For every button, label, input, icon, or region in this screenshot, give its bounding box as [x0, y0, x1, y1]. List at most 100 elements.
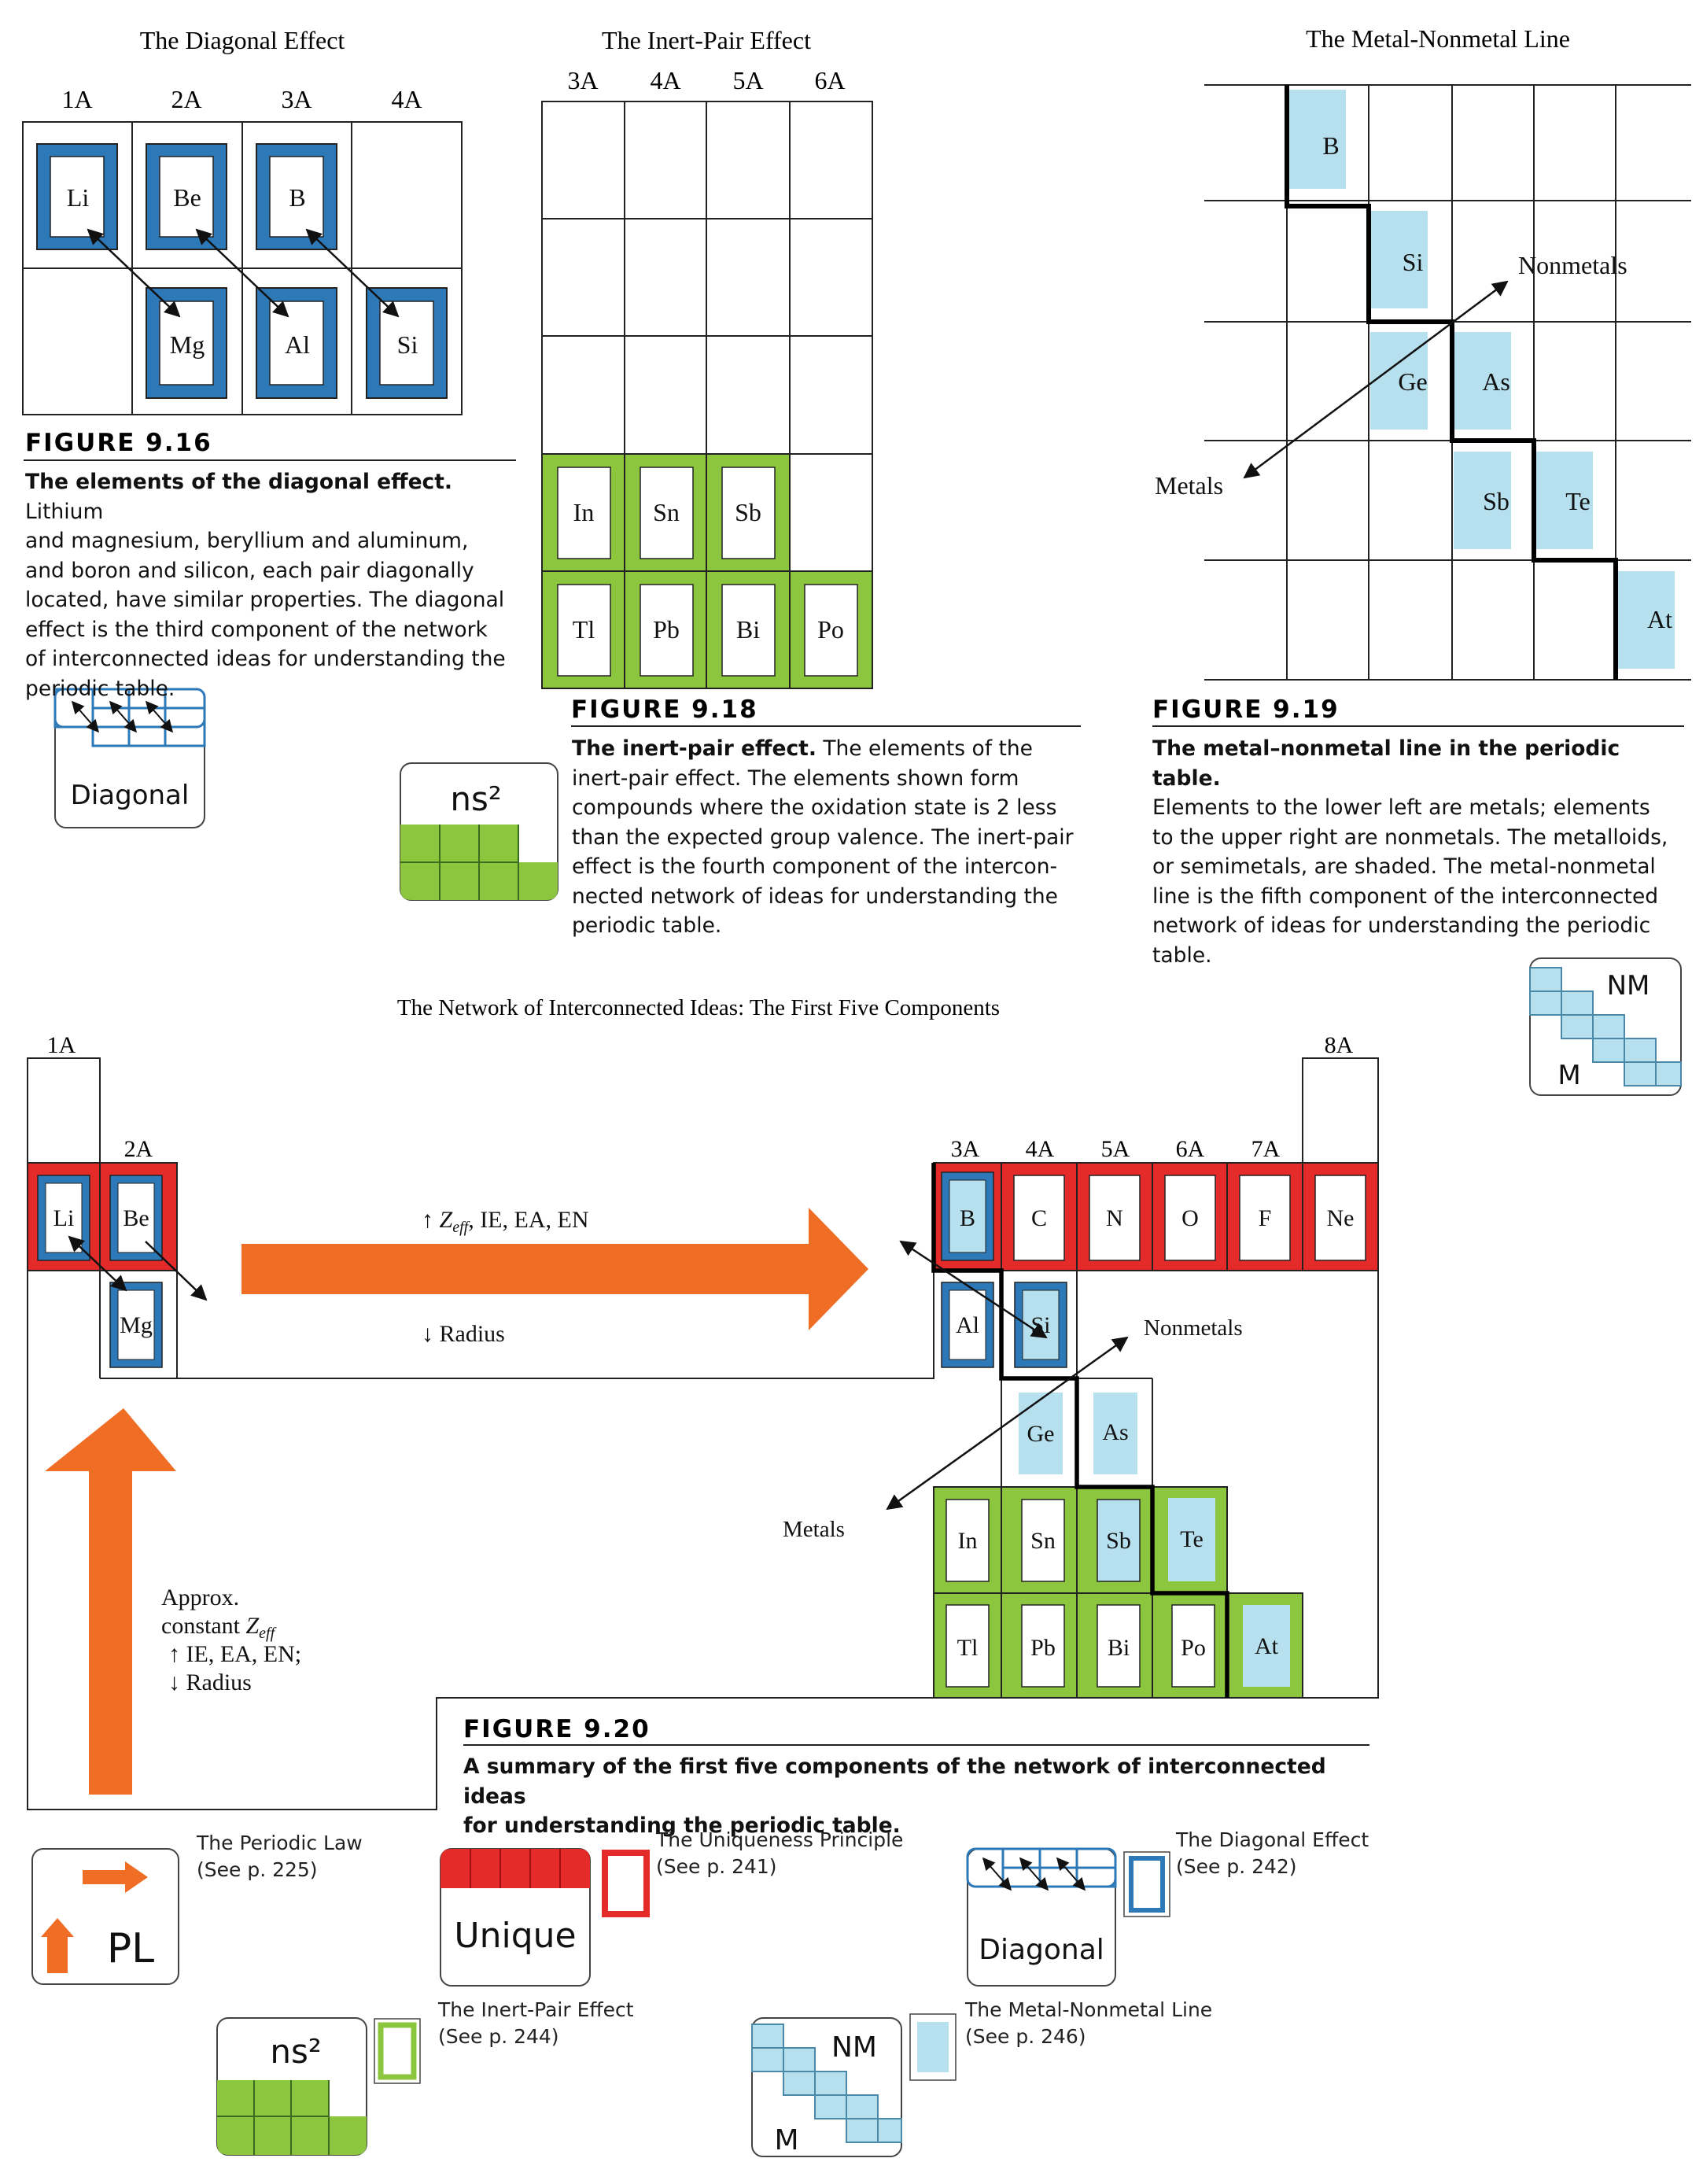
fig920-symbol-ne: Ne — [1327, 1205, 1355, 1231]
fig920-symbol-bi: Bi — [1108, 1635, 1130, 1661]
legend-diagonal-icon: Diagonal — [966, 1847, 1170, 1987]
fig916-title: The Diagonal Effect — [140, 26, 345, 54]
fig920-symbol-al: Al — [956, 1312, 979, 1338]
fig920-vertical-arrow-line2: constant Zeff — [161, 1613, 277, 1642]
fig919-symbol-b: B — [1322, 131, 1339, 160]
fig918-caption-line-7: periodic table. — [572, 913, 722, 938]
fig918-ns2-icon: ns² — [400, 762, 558, 901]
fig920-symbol-n: N — [1106, 1205, 1123, 1231]
fig918-caption-line-1: The elements of the — [816, 736, 1033, 761]
fig920-group-5a: 5A — [1101, 1136, 1130, 1162]
legend-unique-icon: Unique — [440, 1848, 650, 1987]
fig916-group-1a: 1A — [61, 85, 92, 113]
fig920-group-3a: 3A — [951, 1136, 980, 1162]
legend-diagonal-label: Diagonal — [979, 1934, 1104, 1966]
fig920-cell-sn — [1021, 1499, 1065, 1582]
fig920-title: The Network of Interconnected Ideas: The… — [397, 995, 1000, 1020]
fig916-caption: The elements of the diagonal effect. Lit… — [25, 467, 529, 703]
fig919-icon-m: M — [1557, 1060, 1580, 1091]
fig920-cell-at — [1243, 1605, 1290, 1687]
fig920-diagonal-arrow-li-mg — [68, 1235, 127, 1292]
fig920-horizontal-arrow-top-label: ↑ Zeff, IE, EA, EN — [422, 1207, 588, 1236]
legend-pl-title: The Periodic Law — [197, 1832, 363, 1854]
fig916-caption-line-1: Lithium — [25, 499, 104, 524]
legend-mn-text: The Metal-Nonmetal Line (See p. 246) — [965, 1997, 1212, 2050]
fig918-label: FIGURE 9.18 — [571, 695, 758, 724]
legend-mn-title: The Metal-Nonmetal Line — [965, 1998, 1213, 2021]
fig919-diagram: The Metal-Nonmetal Line B — [1155, 24, 1691, 681]
fig920-cell-sb — [1097, 1499, 1141, 1582]
legend-pl-label: PL — [107, 1925, 154, 1972]
fig920-symbol-te: Te — [1180, 1526, 1204, 1552]
fig920-symbol-ge: Ge — [1027, 1421, 1055, 1447]
fig920-cell-bi — [1097, 1604, 1141, 1688]
fig916-caption-bold: The elements of the diagonal effect. — [25, 470, 453, 494]
legend-pl-page: (See p. 225) — [197, 1858, 318, 1881]
legend-diagonal-title: The Diagonal Effect — [1176, 1828, 1369, 1851]
fig916-symbol-b: B — [289, 183, 305, 212]
fig916-icon-label: Diagonal — [71, 780, 190, 811]
fig919-caption-bold: The metal–nonmetal line in the periodic … — [1152, 736, 1620, 791]
fig920-group-6a: 6A — [1176, 1136, 1205, 1162]
fig920-cell-f — [1239, 1175, 1291, 1261]
legend-ns2-icon: ns² — [216, 2017, 421, 2156]
fig920-cell-tl — [945, 1604, 990, 1688]
fig920-cell-o — [1164, 1175, 1216, 1261]
fig918-caption-line-3: compounds where the oxidation state is 2… — [572, 795, 1057, 820]
fig919-caption-line-1: Elements to the lower left are metals; e… — [1152, 795, 1650, 820]
fig918-symbol-po: Po — [817, 615, 844, 644]
fig920-periodic-law-horizontal-arrow — [241, 1208, 868, 1330]
fig920-vertical-arrow-line3: ↑ IE, EA, EN; — [168, 1641, 301, 1667]
fig916-diagram: The Diagonal Effect 1A 2A 3A 4A — [22, 26, 463, 415]
fig918-caption-line-6: nected network of ideas for understandin… — [572, 884, 1058, 909]
fig920-symbol-c: C — [1031, 1205, 1047, 1231]
fig920-horizontal-arrow-bottom-label: ↓ Radius — [422, 1321, 505, 1347]
fig920-diagonal-arrow-b — [899, 1240, 1048, 1339]
fig920-group-4a: 4A — [1026, 1136, 1055, 1162]
legend-inert-text: The Inert-Pair Effect (See p. 244) — [438, 1997, 634, 2050]
fig920-symbol-po: Po — [1181, 1635, 1206, 1661]
legend-diagonal-text: The Diagonal Effect (See p. 242) — [1176, 1827, 1369, 1880]
fig920-symbol-o: O — [1181, 1205, 1199, 1231]
fig918-caption-bold: The inert-pair effect. — [572, 736, 816, 761]
legend-unique-page: (See p. 241) — [656, 1855, 777, 1878]
fig920-symbol-pb: Pb — [1030, 1635, 1056, 1661]
legend-m-label: M — [774, 2124, 798, 2156]
fig916-group-2a: 2A — [171, 85, 201, 113]
fig919-icon-nm: NM — [1607, 970, 1650, 1002]
legend-inert-page: (See p. 244) — [438, 2025, 559, 2048]
fig920-cell-n — [1089, 1175, 1141, 1261]
fig916-symbol-si: Si — [397, 330, 418, 359]
fig919-caption-line-2: to the upper right are nonmetals. The me… — [1152, 825, 1668, 850]
fig916-caption-line-4: located, have similar properties. The di… — [25, 588, 505, 612]
fig918-symbol-bi: Bi — [736, 615, 760, 644]
fig916-diagonal-arrow-be-al — [195, 228, 289, 318]
fig919-metals-label: Metals — [1155, 471, 1223, 500]
fig916-caption-line-7: periodic table. — [25, 676, 175, 701]
fig918-cell-sb — [721, 467, 776, 559]
fig919-rule — [1152, 725, 1684, 727]
fig916-caption-line-5: effect is the third component of the net… — [25, 617, 488, 642]
fig918-group-4a: 4A — [650, 66, 680, 94]
fig918-symbol-sb: Sb — [735, 498, 761, 526]
fig919-metals-nonmetals-arrow — [1243, 280, 1509, 479]
fig920-group-7a: 7A — [1251, 1136, 1281, 1162]
fig918-rule — [571, 725, 1081, 727]
fig916-diagonal-arrow-li-mg — [87, 228, 181, 318]
fig919-nonmetals-label: Nonmetals — [1518, 251, 1627, 279]
fig920-symbol-in: In — [958, 1528, 978, 1554]
fig919-caption-line-6: table. — [1152, 943, 1212, 968]
fig920-cell-ne — [1314, 1175, 1366, 1261]
fig916-symbol-al: Al — [285, 330, 310, 359]
fig918-cell-in — [557, 467, 611, 559]
fig920-cell-in — [945, 1499, 990, 1582]
fig918-symbol-sn: Sn — [653, 498, 680, 526]
fig918-cell-pb — [640, 584, 694, 677]
fig920-symbol-sb: Sb — [1106, 1528, 1131, 1554]
fig916-symbol-mg: Mg — [170, 330, 205, 359]
fig916-diagonal-icon: Diagonal — [53, 688, 206, 828]
fig918-symbol-in: In — [573, 498, 595, 526]
fig918-cell-tl — [557, 584, 611, 677]
fig920-symbol-b: B — [960, 1205, 975, 1231]
